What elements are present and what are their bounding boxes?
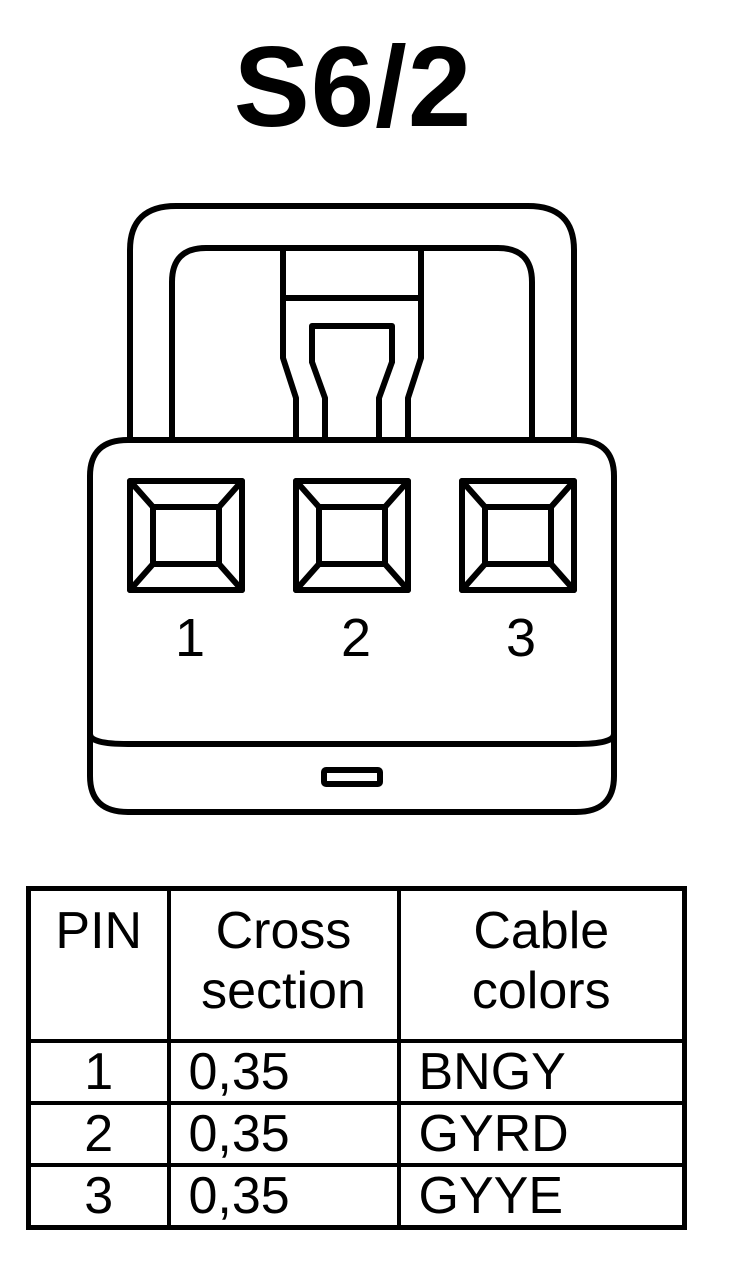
header-pin: PIN [26, 886, 171, 1043]
pin-cavity-2 [293, 478, 411, 593]
pin-cavity-1 [127, 478, 245, 593]
table-row: 2 0,35 GYRD [26, 1101, 687, 1167]
cable-color-cell: GYYE [396, 1163, 687, 1230]
table-header-row: PIN Cross section Cable colors [26, 886, 687, 1043]
pin-assignment-table: PIN Cross section Cable colors 1 0,35 BN… [26, 886, 687, 1230]
pin-label-1: 1 [175, 608, 205, 668]
pin-cell: 1 [26, 1039, 171, 1105]
table-row: 3 0,35 GYYE [26, 1163, 687, 1230]
header-pin-text: PIN [55, 902, 143, 960]
header-cable-colors-line-1: Cable [473, 902, 610, 960]
header-cable-colors-line-2: colors [471, 962, 611, 1020]
connector-diagram: 1 2 3 [87, 203, 617, 815]
table-row: 1 0,35 BNGY [26, 1039, 687, 1105]
header-cross-section-line-1: Cross [215, 902, 352, 960]
cross-section-cell: 0,35 [166, 1039, 401, 1105]
header-cable-colors: Cable colors [396, 886, 687, 1043]
connector-title: S6/2 [233, 24, 473, 151]
housing-key-slot [321, 767, 383, 787]
connector-housing [87, 437, 617, 815]
connector-latch [127, 203, 577, 443]
pin-cell: 3 [26, 1163, 171, 1230]
cross-section-cell: 0,35 [166, 1101, 401, 1167]
cable-color-cell: BNGY [396, 1039, 687, 1105]
pin-cavity-3 [459, 478, 577, 593]
pin-cell: 2 [26, 1101, 171, 1167]
pin-label-3: 3 [506, 608, 536, 668]
cross-section-cell: 0,35 [166, 1163, 401, 1230]
cable-color-cell: GYRD [396, 1101, 687, 1167]
pin-label-2: 2 [341, 608, 371, 668]
header-cross-section: Cross section [166, 886, 401, 1043]
header-cross-section-line-2: section [201, 962, 366, 1020]
